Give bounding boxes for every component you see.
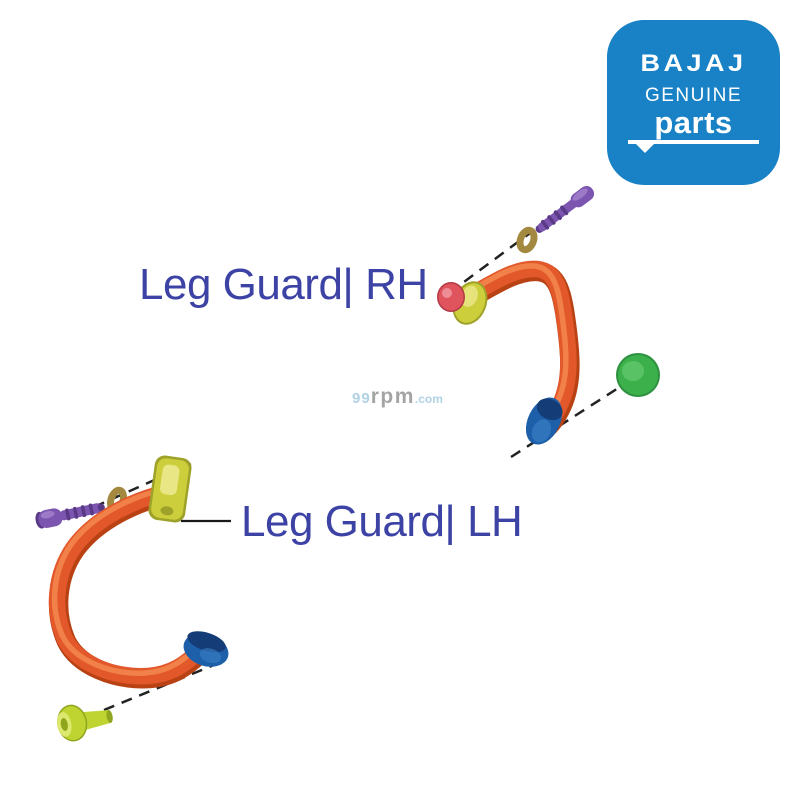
logo-brand-text: BAJAJ bbox=[640, 49, 747, 77]
rh-red-cap-body bbox=[438, 283, 464, 311]
logo-arrow-down-icon bbox=[636, 143, 654, 153]
rh-blue-cap-sheen bbox=[531, 419, 552, 443]
rh-washer bbox=[516, 226, 538, 254]
rh-red-cap-highlight bbox=[442, 288, 452, 298]
rh-green-bolt-highlight bbox=[622, 361, 644, 381]
lh-purple-bolt-highlight bbox=[40, 510, 55, 519]
leg-guard-rh-figure bbox=[437, 185, 660, 459]
bajaj-genuine-parts-logo: BAJAJ GENUINE parts bbox=[607, 20, 780, 185]
logo-parts-text: parts bbox=[654, 105, 733, 140]
lh-tube-highlight bbox=[51, 486, 199, 676]
lh-purple-bolt-rib bbox=[65, 508, 71, 521]
rh-blue-cap-crest bbox=[536, 398, 563, 421]
lh-tube bbox=[48, 483, 210, 689]
logo-underline bbox=[628, 140, 759, 144]
lh-purple-bolt-rib bbox=[80, 505, 87, 518]
rh-purple-bolt-rib bbox=[560, 205, 569, 216]
logo-underline-wrap bbox=[628, 140, 759, 153]
lh-flange-highlight bbox=[160, 464, 180, 496]
lh-purple-bolt bbox=[35, 503, 105, 529]
leg-guard-lh-figure bbox=[35, 455, 231, 742]
lh-lower-assembly-dashed-line bbox=[103, 663, 215, 712]
logo-genuine-text: GENUINE bbox=[644, 85, 743, 106]
rh-red-cap bbox=[437, 282, 465, 312]
lh-lime-bolt bbox=[57, 704, 113, 742]
rh-purple-bolt bbox=[535, 185, 595, 233]
lh-blue-cap-sheen bbox=[199, 648, 222, 664]
watermark-99: 99 bbox=[352, 390, 371, 407]
watermark-com: .com bbox=[414, 392, 443, 406]
lh-purple-bolt-tip bbox=[97, 503, 105, 512]
lh-blue-cap-crest bbox=[187, 631, 226, 653]
rh-blue-cap bbox=[525, 397, 563, 445]
watermark-rpm: rpm bbox=[370, 385, 415, 408]
watermark-99rpm: 99 rpm .com bbox=[352, 385, 443, 409]
label-leg-guard-lh: Leg Guard| LH bbox=[241, 497, 523, 546]
rh-green-bolt bbox=[616, 353, 660, 397]
lh-purple-bolt-rib bbox=[88, 503, 94, 516]
rh-purple-bolt-highlight bbox=[572, 188, 588, 201]
rh-washer-ring bbox=[516, 226, 538, 254]
rh-purple-bolt-rib bbox=[540, 219, 550, 230]
lh-lime-bolt-tip bbox=[106, 710, 113, 723]
lh-flange bbox=[148, 455, 192, 523]
lh-lime-bolt-socket bbox=[60, 718, 68, 731]
lh-lime-bolt-shaft bbox=[82, 710, 111, 730]
rh-flange-highlight bbox=[460, 285, 478, 307]
rh-purple-bolt-rib bbox=[547, 215, 556, 225]
rh-purple-bolt-rib bbox=[553, 210, 562, 221]
lh-purple-bolt-rib bbox=[72, 506, 79, 519]
lh-flange-hole bbox=[160, 506, 174, 516]
lh-blue-cap bbox=[183, 631, 229, 667]
label-leg-guard-rh: Leg Guard| RH bbox=[139, 260, 428, 309]
